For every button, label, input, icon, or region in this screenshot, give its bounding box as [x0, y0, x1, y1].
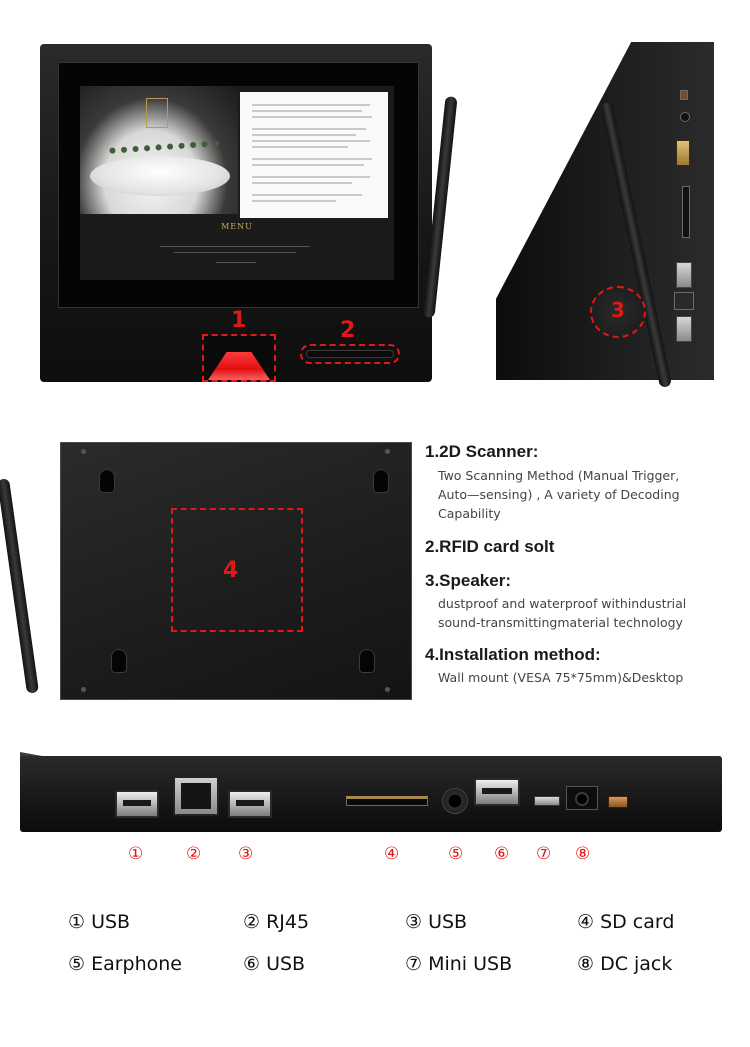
feature-speaker: 3.Speaker: dustproof and waterproof with… — [425, 571, 743, 632]
legend-sd-card: ④ SD card — [577, 911, 675, 933]
restaurant-logo — [146, 98, 168, 128]
legend-mini-usb: ⑦ Mini USB — [405, 953, 513, 975]
plate-shape — [90, 156, 230, 196]
device-back-view — [60, 442, 412, 700]
side-usb-port-1 — [676, 262, 692, 288]
port-number-4: ④ — [384, 844, 400, 864]
sd-card-slot — [346, 796, 428, 806]
vesa-mount-highlight — [171, 508, 303, 632]
desc-line: sound-transmittingmaterial technology — [438, 615, 683, 630]
screw — [81, 449, 86, 454]
rj45-port — [173, 776, 219, 816]
feature-installation: 4.Installation method: Wall mount (VESA … — [425, 645, 743, 687]
desc-line: Two Scanning Method (Manual Trigger, — [438, 468, 680, 483]
rfid-highlight-box — [300, 344, 400, 364]
speaker-highlight — [590, 286, 646, 338]
side-indicator — [680, 90, 688, 100]
feature-scanner-desc: Two Scanning Method (Manual Trigger, Aut… — [438, 466, 743, 523]
side-rj45-port — [674, 292, 694, 310]
feature-installation-title: 4.Installation method: — [425, 645, 601, 664]
side-sd-slot — [682, 186, 690, 238]
screw — [81, 687, 86, 692]
legend-usb-3: ③ USB — [405, 911, 468, 933]
port-number-2: ② — [186, 844, 202, 864]
callout-scanner: 1 — [231, 308, 247, 333]
side-usb-port-2 — [676, 316, 692, 342]
power-button — [608, 796, 628, 808]
callout-rfid: 2 — [340, 318, 356, 343]
legend-usb-1: ① USB — [68, 911, 131, 933]
keyhole-top-right — [373, 469, 389, 493]
legend-rj45: ② RJ45 — [243, 911, 310, 933]
feature-scanner: 1.2D Scanner: Two Scanning Method (Manua… — [425, 442, 743, 523]
desc-line: Auto—sensing) , A variety of Decoding — [438, 487, 680, 502]
feature-scanner-title: 1.2D Scanner: — [425, 442, 539, 461]
legend-dc-jack: ⑧ DC jack — [577, 953, 673, 975]
side-mini-port — [680, 112, 690, 122]
feature-list: 1.2D Scanner: Two Scanning Method (Manua… — [425, 442, 743, 687]
feature-speaker-title: 3.Speaker: — [425, 571, 511, 590]
device-screen: MENU — [80, 86, 394, 280]
legend-usb-6: ⑥ USB — [243, 953, 306, 975]
antenna-back — [0, 478, 39, 694]
earphone-jack — [442, 788, 468, 814]
screen-menu-label: MENU — [221, 222, 253, 231]
keyhole-top-left — [99, 469, 115, 493]
screw — [385, 687, 390, 692]
port-number-8: ⑧ — [575, 844, 591, 864]
mini-usb-port — [534, 796, 560, 806]
port-number-3: ③ — [238, 844, 254, 864]
port-number-7: ⑦ — [536, 844, 552, 864]
keyhole-bottom-right — [359, 649, 375, 673]
scanner-highlight-box — [202, 334, 276, 382]
screw — [385, 449, 390, 454]
port-number-5: ⑤ — [448, 844, 464, 864]
legend-earphone: ⑤ Earphone — [68, 953, 182, 975]
feature-installation-desc: Wall mount (VESA 75*75mm)&Desktop — [438, 668, 743, 687]
callout-speaker: 3 — [611, 298, 625, 322]
feature-rfid-title: 2.RFID card solt — [425, 537, 555, 556]
menu-text-page — [240, 92, 388, 218]
feature-rfid: 2.RFID card solt — [425, 537, 743, 557]
dc-jack-port — [566, 786, 598, 810]
usb-port-3 — [474, 778, 520, 806]
feature-speaker-desc: dustproof and waterproof withindustrial … — [438, 594, 743, 632]
desc-line: dustproof and waterproof withindustrial — [438, 596, 687, 611]
side-usb-port-gold — [676, 140, 690, 166]
port-number-6: ⑥ — [494, 844, 510, 864]
desc-line: Wall mount (VESA 75*75mm)&Desktop — [438, 670, 684, 685]
desc-line: Capability — [438, 506, 501, 521]
callout-mount: 4 — [223, 558, 239, 583]
keyhole-bottom-left — [111, 649, 127, 673]
port-number-1: ① — [128, 844, 144, 864]
usb-port-1 — [115, 790, 159, 818]
usb-port-2 — [228, 790, 272, 818]
